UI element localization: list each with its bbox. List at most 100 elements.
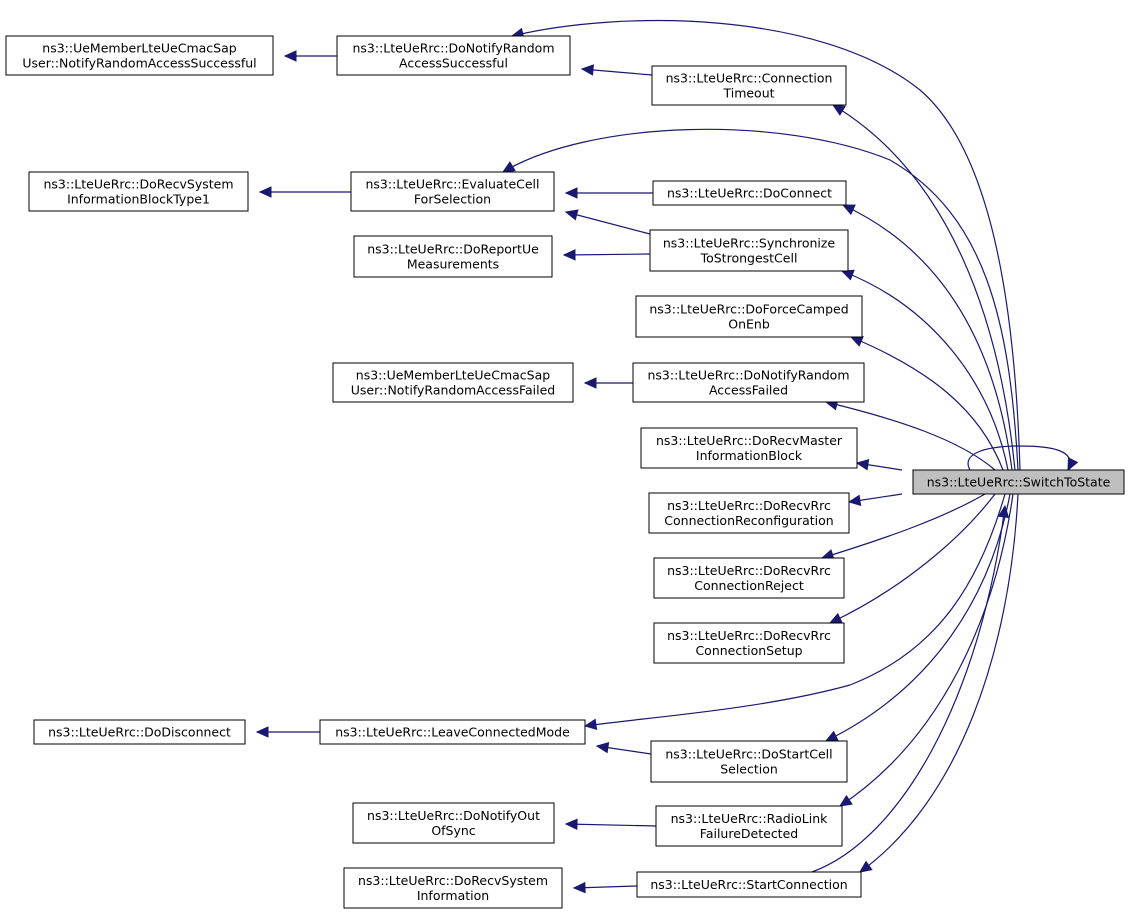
node-box[interactable] — [640, 427, 858, 469]
node-label-line: InformationBlock — [696, 448, 803, 463]
edge-arrowhead — [580, 64, 594, 76]
node-box[interactable] — [332, 362, 574, 403]
node-rrcReconf[interactable]: ns3::LteUeRrc::DoRecvRrcConnectionReconf… — [648, 492, 850, 534]
node-label-line: ns3::LteUeRrc::DoNotifyRandom — [647, 368, 849, 383]
edge-switch-to-syncStrong — [840, 269, 1009, 471]
edge-line — [502, 128, 1019, 471]
node-label-line: User::NotifyRandomAccessSuccessful — [22, 56, 256, 71]
node-box[interactable] — [353, 235, 553, 278]
node-box[interactable] — [650, 740, 848, 783]
edge-switch-to-forceCamped — [849, 336, 1004, 471]
edge-switch-to-rrcSetup — [828, 493, 996, 624]
edge-line — [563, 253, 651, 256]
edge-line — [581, 68, 653, 76]
edge-arrowhead — [562, 249, 576, 261]
node-box[interactable] — [653, 557, 845, 599]
edge-doNotifyFail-to-ueNotifyFail — [583, 377, 633, 389]
node-box[interactable] — [28, 171, 249, 212]
node-box[interactable] — [649, 229, 849, 272]
node-box[interactable] — [653, 622, 845, 664]
node-box[interactable] — [336, 35, 571, 76]
node-box[interactable] — [636, 871, 862, 898]
node-box[interactable] — [632, 362, 865, 403]
node-syncStrong[interactable]: ns3::LteUeRrc::SynchronizeToStrongestCel… — [649, 229, 849, 272]
node-box[interactable] — [648, 492, 850, 534]
edge-line — [825, 493, 1011, 742]
edge-doConnect-to-evalCell — [564, 187, 653, 199]
node-box[interactable] — [350, 171, 555, 212]
node-box[interactable] — [655, 805, 843, 847]
edge-startConn-to-switch — [811, 504, 1010, 873]
node-label-line: OfSync — [431, 823, 475, 838]
edge-line — [825, 401, 996, 471]
node-box[interactable] — [33, 719, 246, 745]
node-leaveConn[interactable]: ns3::LteUeRrc::LeaveConnectedMode — [319, 719, 586, 745]
node-sib1[interactable]: ns3::LteUeRrc::DoRecvSystemInformationBl… — [28, 171, 249, 212]
node-box[interactable] — [652, 180, 847, 206]
node-doNotifySucc[interactable]: ns3::LteUeRrc::DoNotifyRandomAccessSucce… — [336, 35, 571, 76]
root-node-box[interactable] — [912, 469, 1125, 495]
edge-line — [584, 493, 1006, 727]
edge-evalCell-to-sib1 — [258, 186, 351, 198]
node-ueNotifySucc[interactable]: ns3::UeMemberLteUeCmacSapUser::NotifyRan… — [5, 35, 274, 76]
node-mib[interactable]: ns3::LteUeRrc::DoRecvMasterInformationBl… — [640, 427, 858, 469]
edge-arrowhead — [841, 204, 856, 216]
edge-arrowhead — [855, 459, 870, 471]
edge-arrowhead — [838, 794, 853, 807]
edge-arrowhead — [583, 718, 598, 731]
node-label-line: Timeout — [722, 86, 774, 101]
node-label-line: ConnectionSetup — [695, 643, 802, 658]
edge-switch-to-mib — [855, 459, 903, 471]
node-ueNotifyFail[interactable]: ns3::UeMemberLteUeCmacSapUser::NotifyRan… — [332, 362, 574, 403]
node-label-line: ns3::UeMemberLteUeCmacSap — [42, 41, 236, 56]
nodes-layer: ns3::LteUeRrc::SwitchToState ns3::UeMembe… — [5, 35, 1125, 909]
node-label-line: AccessSuccessful — [399, 56, 508, 71]
edge-arrowhead — [255, 726, 269, 738]
node-label-line: Information — [417, 888, 489, 903]
edge-line — [811, 505, 1006, 873]
node-label-line: ns3::LteUeRrc::DoRecvRrc — [667, 498, 831, 513]
node-label-line: ns3::LteUeRrc::Synchronize — [663, 236, 836, 251]
node-box[interactable] — [651, 65, 847, 106]
edge-arrowhead — [258, 186, 272, 198]
node-label-line: ns3::LteUeRrc::DoRecvRrc — [667, 563, 831, 578]
edge-arrowhead — [847, 494, 862, 506]
node-label-line: Measurements — [407, 257, 499, 272]
node-label-line: Selection — [720, 762, 778, 777]
node-doNotifyFail[interactable]: ns3::LteUeRrc::DoNotifyRandomAccessFaile… — [632, 362, 865, 403]
node-doDisconnect[interactable]: ns3::LteUeRrc::DoDisconnect — [33, 719, 246, 745]
edge-switch-to-leaveConn — [583, 493, 1006, 731]
node-startConn[interactable]: ns3::LteUeRrc::StartConnection — [636, 871, 862, 898]
edge-line — [841, 270, 1009, 471]
node-box[interactable] — [352, 802, 555, 844]
node-box[interactable] — [635, 295, 863, 338]
node-label-line: ConnectionReconfiguration — [664, 513, 833, 528]
node-box[interactable] — [343, 867, 563, 909]
node-doConnect[interactable]: ns3::LteUeRrc::DoConnect — [652, 180, 847, 206]
edge-line — [565, 211, 651, 235]
node-box[interactable] — [319, 719, 586, 745]
node-label-line: ns3::LteUeRrc::DoForceCamped — [649, 302, 848, 317]
edge-connTimeout-to-doNotifySucc — [580, 64, 653, 76]
node-switch[interactable]: ns3::LteUeRrc::SwitchToState — [912, 469, 1125, 495]
edge-switch-to-rrcReconf — [847, 493, 903, 506]
node-label-line: ns3::LteUeRrc::SwitchToState — [927, 475, 1111, 490]
edge-line — [842, 204, 1013, 471]
node-box[interactable] — [5, 35, 274, 76]
node-label-line: ns3::UeMemberLteUeCmacSap — [356, 368, 550, 383]
edge-line — [821, 493, 986, 559]
edge-switch-to-startConn — [859, 493, 1019, 873]
node-label-line: ns3::LteUeRrc::DoNotifyRandom — [352, 41, 554, 56]
node-label-line: InformationBlockType1 — [67, 192, 210, 207]
